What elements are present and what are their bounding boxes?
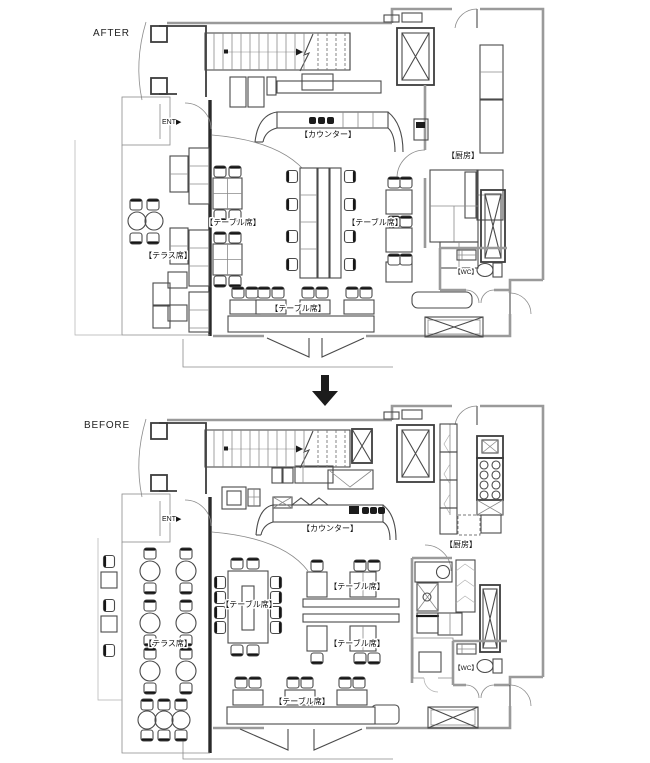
after-floor-plan [74,7,545,368]
before-labels: BEFORE ENT▶ 【カウンター】 【厨房】 【テーブル席】 【テーブル席】… [83,419,480,708]
after-wc-label: 【WC】 [454,268,478,276]
before-wc-label: 【WC】 [454,664,478,672]
before-terrace-label: 【テラス席】 [144,638,192,648]
before-table-bottom-label: 【テーブル席】 [274,696,330,706]
after-table-left-label: 【テーブル席】 [205,217,261,227]
before-entrance-label: ENT▶ [162,516,182,523]
after-title: AFTER [93,28,130,39]
after-terrace-label: 【テラス席】 [144,250,192,260]
after-table-right-label: 【テーブル席】 [347,217,403,227]
after-labels: AFTER ENT▶ 【カウンター】 【厨房】 【テーブル席】 【テーブル席】 … [92,27,481,315]
down-arrow-icon [312,375,338,406]
before-table-right-lower-label: 【テーブル席】 [329,638,385,648]
before-kitchen-label: 【厨房】 [445,539,477,549]
after-counter-label: 【カウンター】 [300,130,356,139]
before-counter-label: 【カウンター】 [302,524,358,533]
before-title: BEFORE [84,420,130,431]
after-entrance-label: ENT▶ [162,119,182,126]
before-floor-plan [97,404,545,760]
after-kitchen-label: 【厨房】 [447,150,479,160]
after-table-bottom-label: 【テーブル席】 [270,303,326,313]
before-table-right-upper-label: 【テーブル席】 [329,581,385,591]
before-table-center-label: 【テーブル席】 [221,599,277,609]
